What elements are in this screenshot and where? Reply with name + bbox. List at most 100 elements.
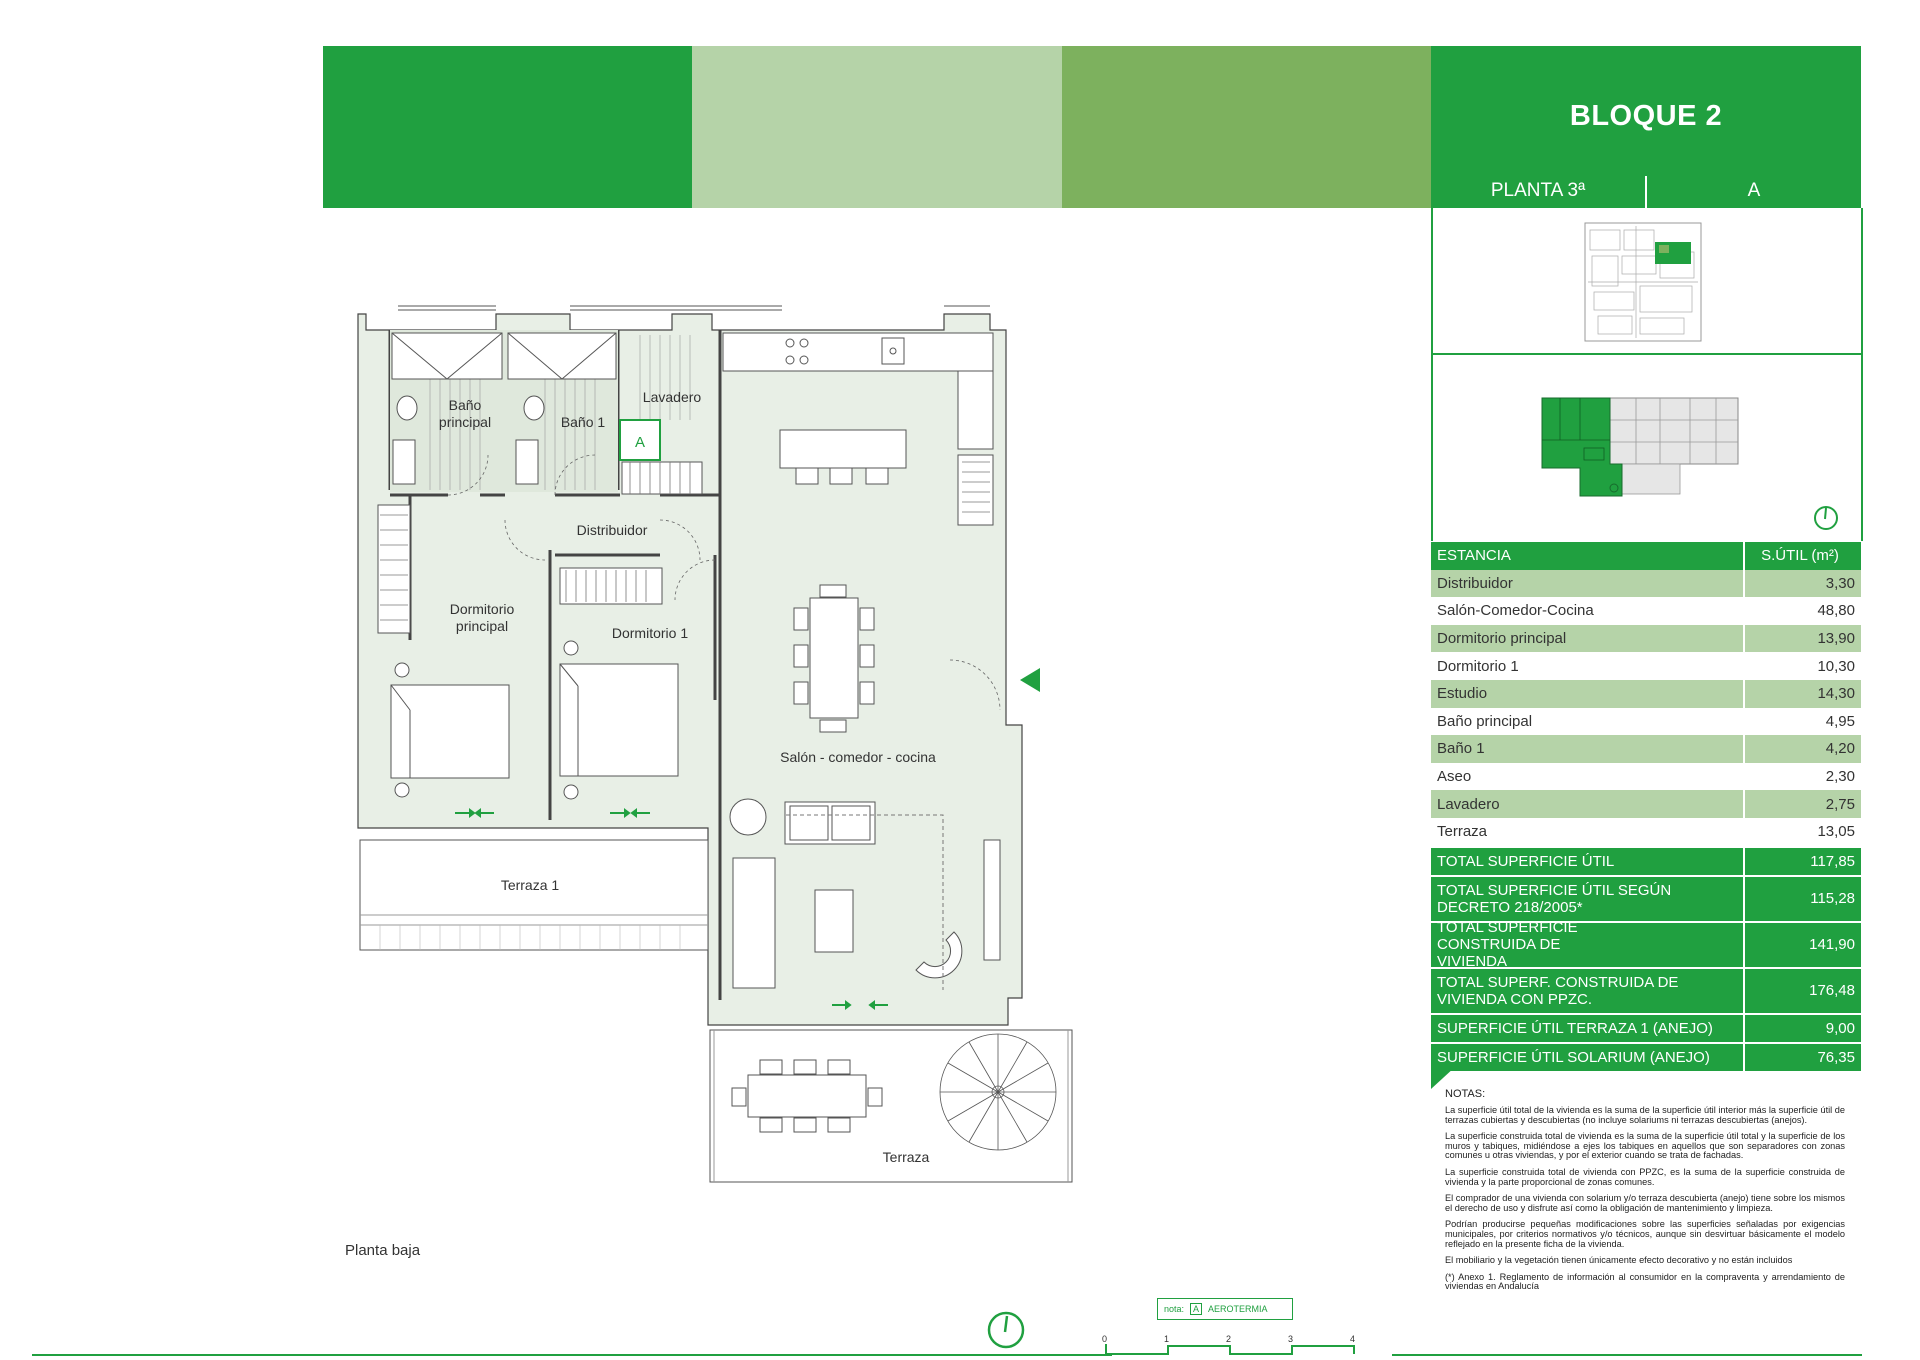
north-compass-icon xyxy=(987,1311,1025,1349)
label-bano-1: Baño 1 xyxy=(561,414,606,430)
planta-divider xyxy=(1645,176,1647,208)
total-value: 176,48 xyxy=(1745,968,1861,1013)
label-terraza: Terraza xyxy=(883,1149,930,1165)
label-bano-principal-1: Baño xyxy=(449,397,482,413)
row-value: 13,90 xyxy=(1745,624,1861,653)
header-band-3 xyxy=(1062,46,1431,208)
legend-letter: A xyxy=(1190,1303,1203,1315)
floor-location-plan xyxy=(1541,397,1739,497)
unit-letter: A xyxy=(1747,180,1761,201)
label-dormitorio-1: Dormitorio 1 xyxy=(612,625,688,641)
row-name: Estudio xyxy=(1431,679,1743,708)
scale-label: 0 xyxy=(1102,1334,1108,1344)
scale-label: 2 xyxy=(1226,1334,1232,1344)
label-salon: Salón - comedor - cocina xyxy=(780,749,936,765)
legend-nota: nota: xyxy=(1164,1304,1185,1314)
planta-label: PLANTA 3ª xyxy=(1490,180,1586,201)
total-name: SUPERFICIE ÚTIL SOLARIUM (ANEJO) xyxy=(1431,1043,1743,1071)
note-paragraph: Podrían producirse pequeñas modificacion… xyxy=(1445,1219,1845,1249)
total-name: TOTAL SUPERFICIE CONSTRUIDA DE VIVIENDA xyxy=(1431,919,1743,970)
label-dormitorio-principal-1: Dormitorio xyxy=(450,601,515,617)
total-name: TOTAL SUPERFICIE ÚTIL SEGÚN DECRETO 218/… xyxy=(1431,876,1743,921)
total-value: 76,35 xyxy=(1745,1043,1861,1071)
total-name: TOTAL SUPERF. CONSTRUIDA DE VIVIENDA CON… xyxy=(1431,968,1743,1013)
note-paragraph: El mobiliario y la vegetación tienen úni… xyxy=(1445,1255,1793,1266)
floor-label: Planta baja xyxy=(345,1242,421,1259)
note-paragraph: El comprador de una vivienda con solariu… xyxy=(1445,1193,1845,1213)
row-value: 10,30 xyxy=(1745,652,1861,680)
planta-bar: PLANTA 3ª A xyxy=(1431,173,1861,208)
bottom-rule-right xyxy=(1392,1354,1862,1356)
row-name: Distribuidor xyxy=(1431,569,1743,598)
total-value: 115,28 xyxy=(1745,876,1861,921)
note-paragraph: La superficie construida total de vivien… xyxy=(1445,1166,1845,1187)
label-lavadero: Lavadero xyxy=(643,389,702,405)
scale-bar xyxy=(1105,1344,1355,1355)
site-plan-thumbnail xyxy=(1584,222,1702,342)
total-row: SUPERFICIE ÚTIL SOLARIUM (ANEJO)76,35 xyxy=(1431,1041,1861,1071)
entrance-arrow-icon xyxy=(1020,668,1040,692)
row-value: 13,05 xyxy=(1745,817,1861,846)
bloque-title: BLOQUE 2 xyxy=(1569,100,1723,132)
notes-title: NOTAS: xyxy=(1445,1088,1486,1100)
legend-text: AEROTERMIA xyxy=(1208,1304,1268,1314)
location-panel xyxy=(1431,208,1863,541)
row-value: 14,30 xyxy=(1745,679,1861,708)
row-name: Dormitorio principal xyxy=(1431,624,1743,653)
notes-body: La superficie útil total de la vivienda … xyxy=(1445,1105,1845,1299)
total-value: 141,90 xyxy=(1745,922,1861,967)
scale-label: 1 xyxy=(1164,1334,1170,1344)
total-name: SUPERFICIE ÚTIL TERRAZA 1 (ANEJO) xyxy=(1431,1014,1743,1042)
label-terraza-1: Terraza 1 xyxy=(501,877,560,893)
row-value: 48,80 xyxy=(1745,597,1861,625)
scale-label: 3 xyxy=(1288,1334,1294,1344)
bottom-rule-left xyxy=(32,1354,1112,1356)
row-name: Terraza xyxy=(1431,817,1743,846)
header-band-1 xyxy=(323,46,692,208)
row-name: Aseo xyxy=(1431,762,1743,791)
total-row: TOTAL SUPERF. CONSTRUIDA DE VIVIENDA CON… xyxy=(1431,966,1861,1013)
note-paragraph: La superficie construida total de vivien… xyxy=(1445,1131,1845,1161)
label-dormitorio-principal-2: principal xyxy=(456,618,508,634)
floor-plan: A xyxy=(357,305,1073,1183)
note-paragraph: La superficie útil total de la vivienda … xyxy=(1445,1105,1845,1125)
total-name: TOTAL SUPERFICIE ÚTIL xyxy=(1431,847,1743,875)
total-value: 9,00 xyxy=(1745,1014,1861,1042)
table-header: ESTANCIA S.ÚTIL (m²) xyxy=(1431,542,1861,570)
header-band-2 xyxy=(692,46,1062,208)
total-value: 117,85 xyxy=(1745,847,1861,875)
legend-box: nota: A AEROTERMIA xyxy=(1157,1298,1293,1320)
label-bano-principal-2: principal xyxy=(439,414,491,430)
scale-label: 4 xyxy=(1350,1334,1356,1344)
row-name: Baño 1 xyxy=(1431,735,1743,763)
note-paragraph: (*) Anexo 1. Reglamento de información a… xyxy=(1445,1271,1845,1292)
spiral-stair xyxy=(939,1033,1057,1151)
location-separator xyxy=(1431,353,1861,355)
row-name: Salón-Comedor-Cocina xyxy=(1431,597,1743,625)
row-value: 4,95 xyxy=(1745,707,1861,736)
row-value: 2,75 xyxy=(1745,790,1861,818)
table-corner-triangle xyxy=(1431,1067,1455,1089)
row-name: Lavadero xyxy=(1431,790,1743,818)
total-row: SUPERFICIE ÚTIL TERRAZA 1 (ANEJO)9,00 xyxy=(1431,1012,1861,1042)
row-value: 4,20 xyxy=(1745,735,1861,763)
header-estancia: ESTANCIA xyxy=(1431,542,1743,570)
total-row: TOTAL SUPERFICIE ÚTIL SEGÚN DECRETO 218/… xyxy=(1431,874,1861,921)
aerotermia-marker: A xyxy=(635,434,645,451)
north-compass-icon xyxy=(1814,506,1838,530)
label-distribuidor: Distribuidor xyxy=(577,522,648,538)
row-name: Baño principal xyxy=(1431,707,1743,736)
